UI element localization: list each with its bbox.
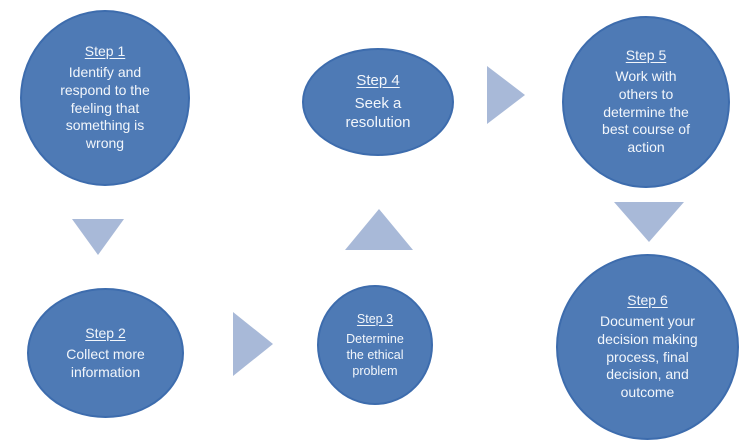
arrow-right-step2-to-step3-icon: [233, 312, 273, 376]
step-4-circle: Step 4 Seek a resolution: [302, 48, 454, 156]
step-6-circle: Step 6 Document your decision making pro…: [556, 254, 739, 440]
step-5-circle: Step 5 Work with others to determine the…: [562, 16, 730, 188]
step-4-text: Seek a resolution: [345, 94, 411, 131]
step-3-label: Step 3: [356, 311, 394, 326]
step-3-circle: Step 3 Determine the ethical problem: [317, 285, 433, 405]
step-6-label: Step 6: [627, 291, 668, 308]
arrow-right-step4-to-step5-icon: [487, 66, 525, 124]
step-1-label: Step 1: [84, 42, 126, 59]
step-1-text: Identify and respond to the feeling that…: [60, 63, 150, 152]
step-3-text: Determine the ethical problem: [346, 331, 404, 378]
step-2-text: Collect more information: [66, 345, 145, 380]
step-2-circle: Step 2 Collect more information: [27, 288, 184, 418]
step-4-label: Step 4: [356, 71, 400, 89]
step-5-text: Work with others to determine the best c…: [602, 67, 690, 156]
step-5-label: Step 5: [625, 46, 667, 63]
step-1-circle: Step 1 Identify and respond to the feeli…: [20, 10, 190, 186]
step-2-label: Step 2: [85, 324, 126, 341]
step-6-text: Document your decision making process, f…: [597, 312, 698, 401]
arrow-up-step3-to-step4-icon: [345, 209, 413, 250]
arrow-down-step1-to-step2-icon: [72, 219, 124, 255]
arrow-down-step5-to-step6-icon: [614, 202, 684, 242]
